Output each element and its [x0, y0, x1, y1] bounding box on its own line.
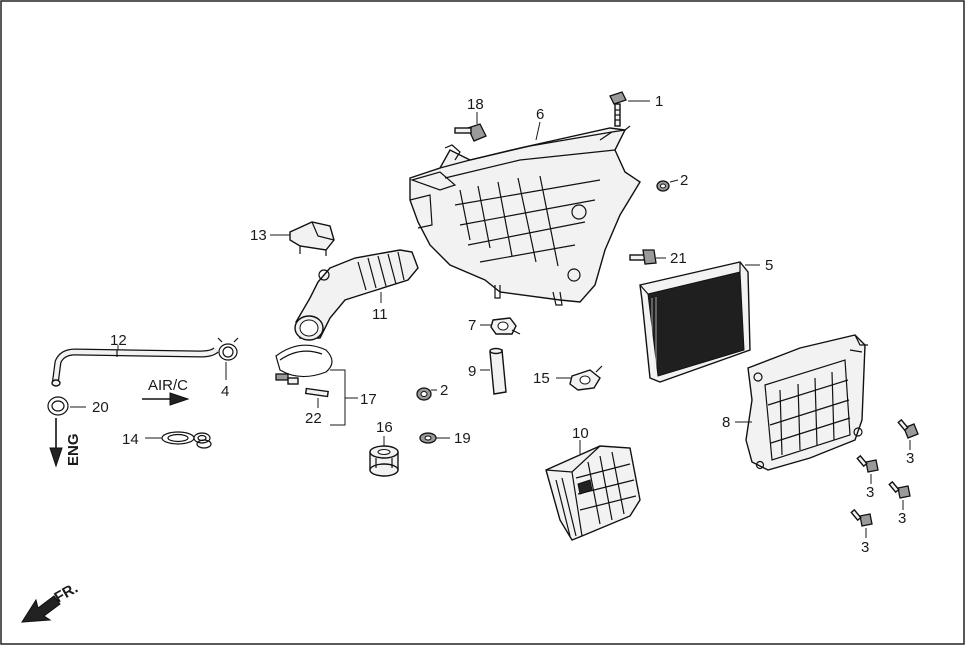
- part-10-connecting-tube[interactable]: [545, 445, 641, 541]
- label-1: 1: [655, 93, 663, 110]
- label-2-lower: 2: [440, 382, 448, 399]
- part-17-clamp[interactable]: [275, 344, 333, 385]
- label-2-upper: 2: [680, 172, 688, 189]
- air-c-label: AIR/C: [148, 377, 188, 394]
- label-5: 5: [765, 257, 773, 274]
- label-11: 11: [372, 306, 388, 323]
- part-15-clamp[interactable]: [569, 365, 603, 391]
- part-1-bolt[interactable]: [609, 91, 627, 127]
- front-arrow-icon: [21, 595, 61, 623]
- label-4: 4: [221, 383, 229, 400]
- leader-6: [535, 121, 541, 141]
- eng-label: ENG: [65, 433, 82, 466]
- part-12-hose[interactable]: [51, 347, 219, 387]
- part-8-cleaner-cover[interactable]: [745, 334, 868, 471]
- part-9-drain-tube[interactable]: [489, 347, 507, 395]
- part-21-bolt[interactable]: [629, 249, 657, 265]
- part-16-grommet[interactable]: [369, 445, 399, 477]
- label-6: 6: [536, 106, 544, 123]
- part-5-filter-element[interactable]: [639, 261, 751, 383]
- part-7-clip[interactable]: [490, 317, 521, 335]
- label-12: 12: [110, 332, 127, 349]
- part-14-gasket-set[interactable]: [161, 431, 212, 449]
- label-20: 20: [92, 399, 109, 416]
- label-7: 7: [468, 317, 476, 334]
- part-6-air-cleaner-housing[interactable]: [409, 125, 641, 306]
- label-9: 9: [468, 363, 476, 380]
- label-10: 10: [572, 425, 589, 442]
- label-17: 17: [360, 391, 377, 408]
- part-2-washer-upper[interactable]: [656, 180, 670, 192]
- label-8: 8: [722, 414, 730, 431]
- label-16: 16: [376, 419, 393, 436]
- air-c-arrow-icon: [142, 392, 190, 406]
- label-18: 18: [467, 96, 484, 113]
- part-11-intake-duct[interactable]: [294, 249, 419, 341]
- leader-17: [330, 369, 346, 426]
- part-3-screw-c[interactable]: [888, 480, 911, 499]
- part-19-washer[interactable]: [419, 432, 437, 444]
- part-3-screw-a[interactable]: [897, 418, 919, 439]
- label-3d: 3: [861, 539, 869, 556]
- label-19: 19: [454, 430, 471, 447]
- label-14: 14: [122, 431, 139, 448]
- part-20-o-ring[interactable]: [47, 396, 69, 416]
- label-3c: 3: [898, 510, 906, 527]
- leader-2a: [669, 179, 679, 183]
- part-22-pin[interactable]: [304, 387, 329, 398]
- part-3-screw-d[interactable]: [850, 508, 873, 527]
- label-13: 13: [250, 227, 267, 244]
- label-21: 21: [670, 250, 687, 267]
- label-3a: 3: [906, 450, 914, 467]
- part-2-washer-lower[interactable]: [416, 387, 432, 401]
- label-3b: 3: [866, 484, 874, 501]
- part-18-bolt[interactable]: [454, 123, 487, 142]
- label-22: 22: [305, 410, 322, 427]
- part-3-screw-b[interactable]: [856, 454, 879, 473]
- label-15: 15: [533, 370, 550, 387]
- part-4-hose-clip[interactable]: [217, 337, 239, 361]
- eng-arrow-icon: [49, 418, 63, 468]
- part-13-cap[interactable]: [289, 221, 335, 256]
